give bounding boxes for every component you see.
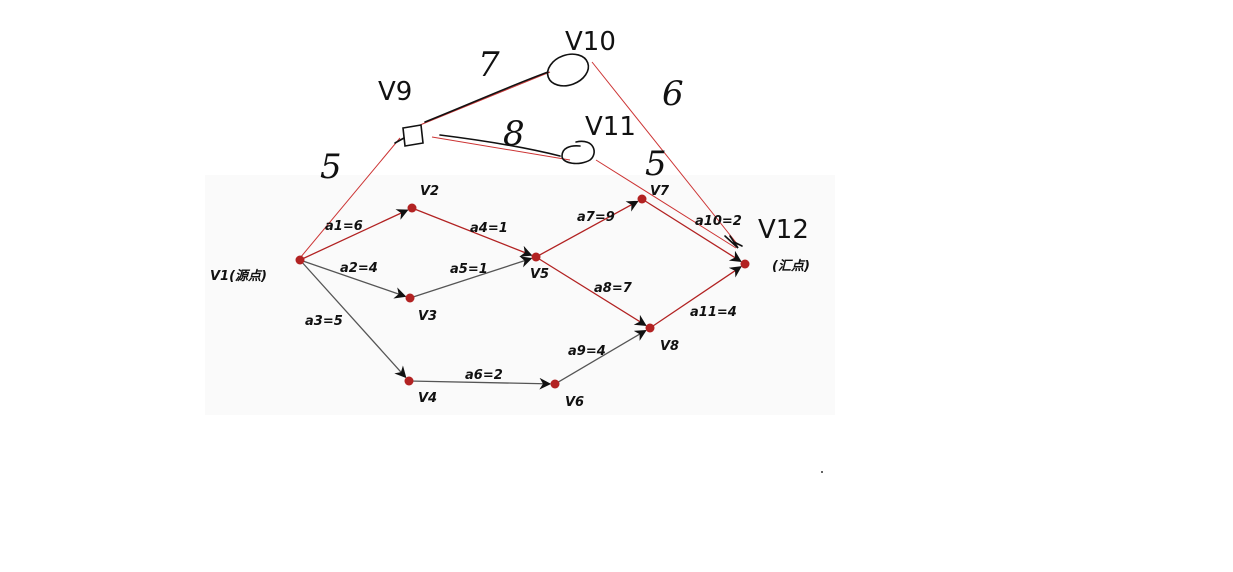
hand-node-v9-tail: [394, 137, 405, 144]
hand-label-v12: V12: [758, 215, 809, 245]
node-label-v3: V3: [418, 309, 437, 324]
edge-label-v2-v5: a4=1: [470, 221, 508, 236]
annotation-line-v9-v11: [431, 136, 571, 161]
annotation-line-v9-v10: [419, 71, 551, 126]
hand-weight-6: 6: [662, 74, 684, 114]
edge-v2-v5: [411, 207, 533, 257]
edge-v5-v7: [535, 200, 639, 258]
node-label-v7: V7: [650, 184, 670, 199]
annotation-line-v10-v12: [591, 61, 739, 246]
hand-stroke-v9-v10: [424, 71, 549, 123]
stray-dot: [821, 471, 823, 473]
node-v8: [645, 323, 655, 333]
annotation-line-v11-v12: [595, 159, 737, 249]
node-v5: [531, 252, 541, 262]
hand-node-v11: [561, 140, 595, 165]
node-label-v4: V4: [418, 391, 437, 406]
hand-weight-7: 7: [478, 45, 500, 85]
node-label-v2: V2: [420, 184, 439, 199]
hand-label-v9: V9: [378, 77, 412, 107]
handwritten-labels: V9 V10 V11 V12 5 7 8 6 5: [320, 27, 809, 245]
annotation-line-v1-v9: [299, 137, 401, 259]
node-v1: [295, 255, 305, 265]
node-sink: [740, 259, 750, 269]
edge-labels: a1=6 a2=4 a3=5 a4=1 a5=1 a6=2 a7=9 a8=7 a9=4 a10=…: [305, 210, 742, 383]
edges: [299, 198, 742, 390]
node-v2: [407, 203, 417, 213]
edge-v4-v6: [408, 377, 552, 390]
hand-node-v9: [402, 124, 424, 147]
edge-v5-v8: [535, 256, 647, 326]
diagram-panel: [205, 175, 835, 415]
hand-node-v10: [546, 53, 590, 87]
edge-v3-v5: [409, 256, 533, 299]
node-v7: [637, 194, 647, 204]
edge-label-v5-v7: a7=9: [577, 210, 615, 225]
edge-label-v8-sink: a11=4: [690, 305, 737, 320]
node-label-v5: V5: [530, 267, 549, 282]
hand-weight-5a: 5: [320, 147, 342, 187]
edge-label-v5-v8: a8=7: [594, 281, 633, 296]
node-label-sink: (汇点): [772, 258, 810, 274]
node-v6: [550, 379, 560, 389]
edge-v1-v2: [299, 209, 409, 261]
hand-weight-8: 8: [503, 114, 525, 154]
annotation-lines: [299, 61, 739, 259]
handwritten-strokes: [394, 53, 743, 249]
edge-label-v4-v6: a6=2: [465, 368, 503, 383]
node-label-v6: V6: [565, 395, 584, 410]
hand-weight-5b: 5: [645, 144, 667, 184]
edge-label-v1-v3: a2=4: [340, 261, 378, 276]
node-v3: [405, 293, 415, 303]
edge-v1-v4: [299, 259, 407, 379]
edge-v6-v8: [554, 329, 647, 385]
nodes: [295, 194, 750, 389]
node-label-v8: V8: [660, 339, 679, 354]
node-label-v1: V1(源点): [210, 268, 267, 284]
edge-v8-sink: [649, 266, 742, 329]
hand-arrow-v12: [724, 235, 743, 249]
node-v4: [404, 376, 414, 386]
hand-label-v11: V11: [585, 112, 636, 142]
edge-v1-v3: [299, 259, 407, 299]
edge-label-v3-v5: a5=1: [450, 262, 488, 277]
edge-label-v6-v8: a9=4: [568, 344, 606, 359]
hand-stroke-v9-v11: [439, 134, 561, 157]
edge-v7-sink: [641, 198, 742, 262]
edge-label-v1-v4: a3=5: [305, 314, 343, 329]
edge-label-v1-v2: a1=6: [325, 219, 363, 234]
hand-label-v10: V10: [565, 27, 616, 57]
edge-label-v7-sink: a10=2: [695, 214, 742, 229]
